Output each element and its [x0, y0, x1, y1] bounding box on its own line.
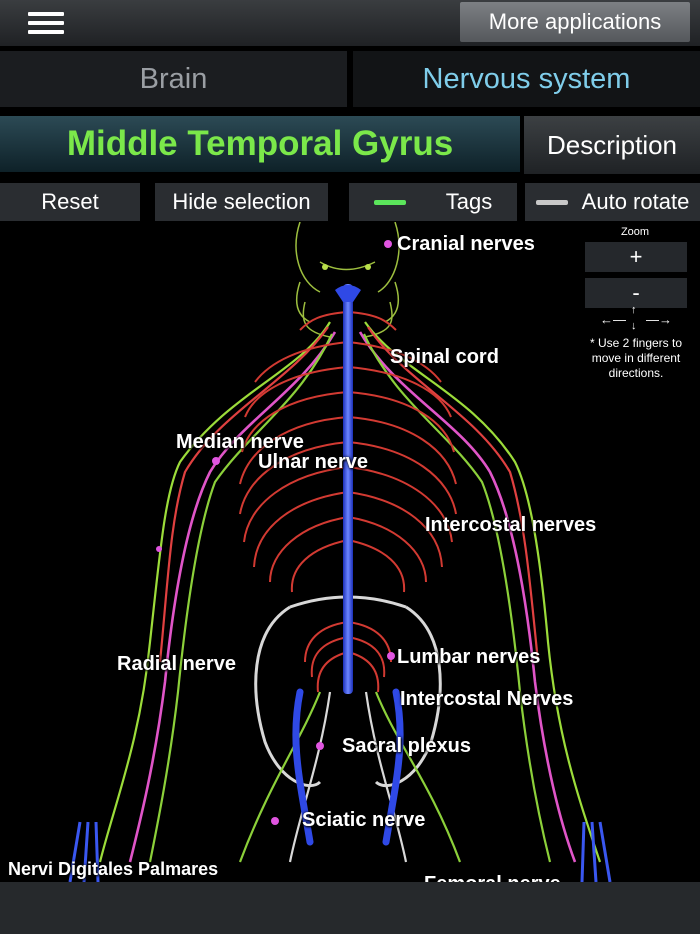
tag-sacral-plexus[interactable]: Sacral plexus	[342, 735, 471, 757]
tag-spinal-cord[interactable]: Spinal cord	[390, 346, 499, 368]
bottom-bar	[0, 882, 700, 934]
tag-radial-nerve[interactable]: Radial nerve	[117, 653, 236, 675]
tab-nervous-system[interactable]: Nervous system	[353, 51, 700, 107]
tag-median-nerve[interactable]: Median nerve	[176, 431, 304, 453]
hamburger-menu-icon[interactable]	[22, 8, 70, 40]
tag-intercostal-nerves-lower[interactable]: Intercostal Nerves	[400, 688, 574, 710]
description-button[interactable]: Description	[524, 116, 700, 174]
tag-cranial-nerves[interactable]: Cranial nerves	[397, 233, 535, 255]
top-bar: More applications	[0, 0, 700, 46]
tag-sciatic-nerve[interactable]: Sciatic nerve	[302, 809, 426, 831]
tags-indicator	[373, 199, 406, 205]
zoom-out-button[interactable]: -	[585, 278, 687, 308]
auto-rotate-indicator	[535, 199, 568, 205]
zoom-hint-text: * Use 2 fingers to move in different dir…	[589, 336, 683, 380]
reset-button[interactable]: Reset	[0, 183, 140, 221]
more-applications-button[interactable]: More applications	[460, 2, 690, 42]
tag-intercostal-nerves[interactable]: Intercostal nerves	[425, 514, 597, 536]
tag-lumbar-nerves[interactable]: Lumbar nerves	[397, 646, 541, 668]
tag-nervi-digitales-palmares[interactable]: Nervi Digitales Palmares	[8, 859, 219, 879]
pan-arrows-icon: ←— ↑ ↓ —→	[600, 304, 672, 332]
auto-rotate-label: Auto rotate	[581, 189, 690, 214]
3d-viewer[interactable]: Cranial nerves Spinal cord Median nerve …	[0, 222, 700, 882]
nervous-system-model	[68, 222, 612, 882]
tags-label: Tags	[445, 189, 493, 214]
tab-bar: Brain Nervous system	[0, 51, 700, 107]
tab-brain[interactable]: Brain	[0, 51, 347, 107]
zoom-in-button[interactable]: +	[585, 242, 687, 272]
hide-selection-button[interactable]: Hide selection	[155, 183, 328, 221]
selected-structure-title: Middle Temporal Gyrus	[0, 116, 520, 172]
tags-toggle[interactable]: Tags	[349, 183, 517, 221]
zoom-caption: Zoom	[620, 226, 650, 238]
auto-rotate-toggle[interactable]: Auto rotate	[525, 183, 700, 221]
tag-femoral-nerve[interactable]: Femoral nerve	[424, 873, 561, 882]
tag-ulnar-nerve[interactable]: Ulnar nerve	[258, 451, 369, 473]
